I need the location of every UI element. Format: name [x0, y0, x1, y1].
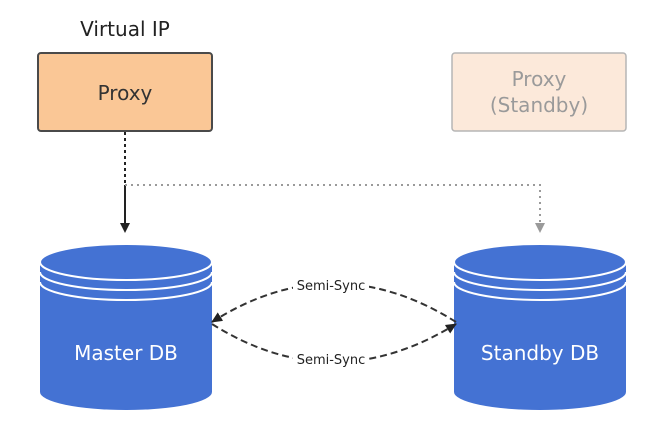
standby-db-label: Standby DB [481, 341, 599, 365]
semi-sync-top-label-bg [293, 276, 369, 294]
standby-db-ring-1 [453, 271, 627, 291]
master-db-label: Master DB [74, 341, 178, 365]
proxy-primary-box [37, 52, 213, 132]
master-db-body [40, 244, 212, 410]
proxy-standby-label-line1: Proxy [512, 67, 567, 91]
failover-dotted-path [125, 184, 545, 233]
semi-sync-bottom-label-bg [293, 350, 369, 368]
semi-sync-arc-bottom [211, 323, 457, 363]
semi-sync-top-label: Semi-Sync [297, 279, 366, 294]
proxy-primary-label: Proxy [98, 81, 153, 105]
master-db-top [39, 243, 213, 281]
semi-sync-arc-top [211, 282, 457, 323]
standby-db-body [454, 244, 626, 410]
standby-db-top [453, 243, 627, 281]
standby-db-ring-2 [453, 281, 627, 301]
proxy-primary: Proxy [37, 52, 213, 132]
master-db-ring-2 [39, 281, 213, 301]
standby-db: Standby DB [453, 243, 627, 410]
proxy-standby-label-line2: (Standby) [490, 93, 588, 117]
proxy-standby-box [451, 52, 627, 132]
master-db-ring-1 [39, 271, 213, 291]
master-db: Master DB [39, 243, 213, 410]
proxy-standby: Proxy (Standby) [451, 52, 627, 132]
virtual-ip-label: Virtual IP [80, 17, 170, 41]
semi-sync-bottom-label: Semi-Sync [297, 353, 366, 368]
